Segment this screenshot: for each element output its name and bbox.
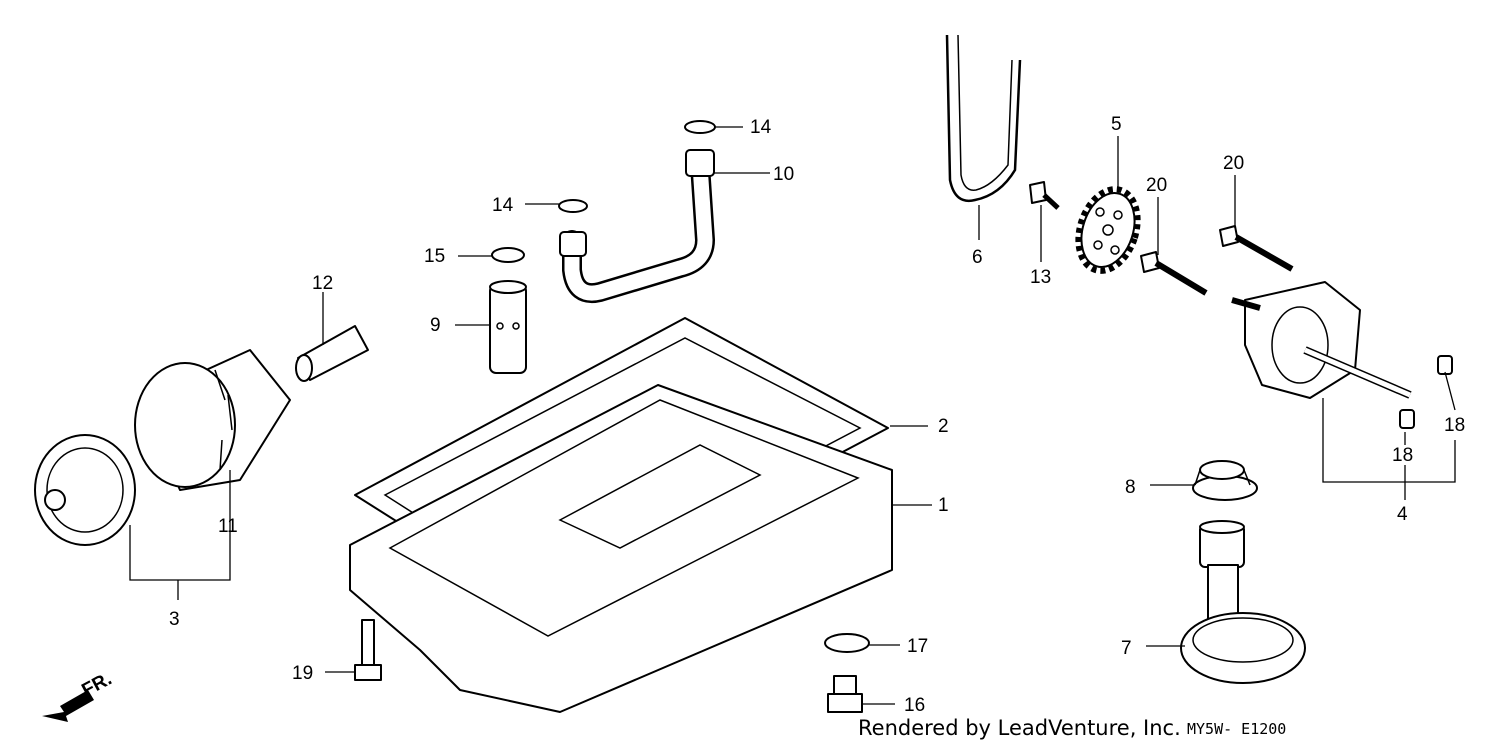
diagram-code: MY5W- E1200 [1187,720,1287,738]
callout-8: 8 [1125,477,1136,498]
callout-5: 5 [1111,114,1122,135]
callout-15: 15 [424,246,445,267]
callout-19: 19 [292,663,313,684]
callout-4: 4 [1397,504,1408,525]
callout-16: 16 [904,695,925,716]
callout-7: 7 [1121,638,1132,659]
callout-3: 3 [169,609,180,630]
callout-11: 11 [218,516,238,537]
oil-pipe-part [559,149,770,303]
callout-1: 1 [938,495,949,516]
callout-9: 9 [430,315,441,336]
oil-seal-part [1150,460,1258,501]
callout-2: 2 [938,416,949,437]
sleeve-part [455,280,527,374]
callout-17: 17 [907,636,928,657]
threaded-nipple-part [295,292,369,382]
callout-18-left: 18 [1392,445,1413,466]
front-direction-arrow-icon [42,690,94,722]
callout-14-lower: 14 [492,195,514,216]
callout-12: 12 [312,273,333,294]
oil-strainer-part [1146,520,1306,684]
oil-pump-part [1231,281,1456,500]
callout-20-right: 20 [1223,153,1244,174]
credit-text: Rendered by LeadVenture, Inc. [858,716,1181,740]
oil-pump-bolts [1140,175,1294,296]
callout-13: 13 [1030,267,1051,288]
callout-6: 6 [972,247,983,268]
oil-pump-drive-chain [945,34,1022,240]
callout-14-upper: 14 [750,117,772,138]
sprocket-bolt [1029,181,1060,262]
callout-20-left: 20 [1146,175,1167,196]
callout-18-right: 18 [1444,415,1465,436]
callout-10: 10 [773,164,794,185]
o-rings [458,120,743,263]
oil-filter-assembly [34,349,291,600]
oil-pump-sprocket [1075,136,1141,274]
oil-pan-part [349,384,932,713]
oil-pan-bolts [325,619,900,713]
